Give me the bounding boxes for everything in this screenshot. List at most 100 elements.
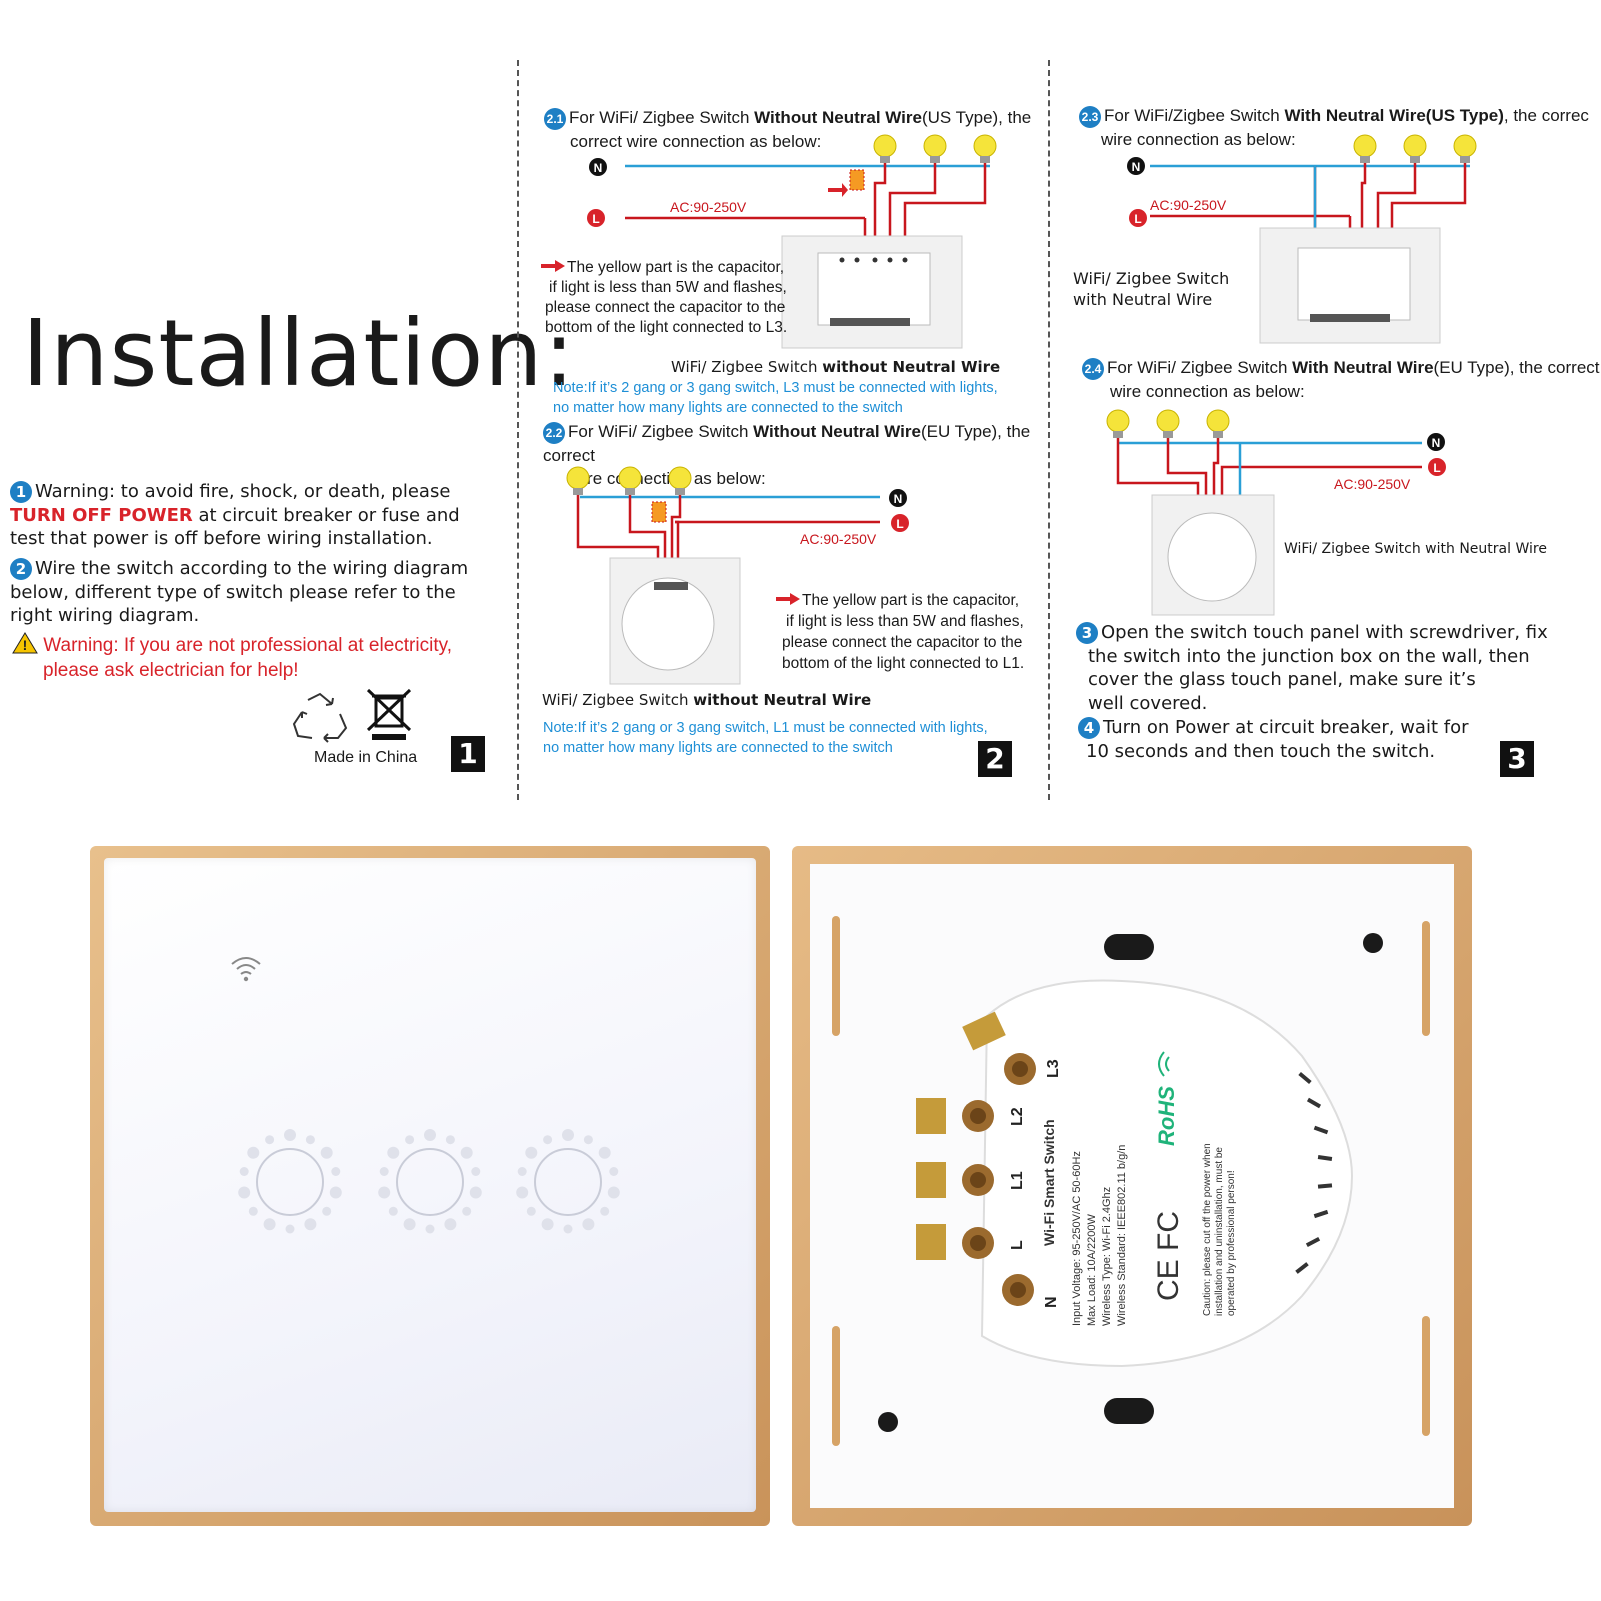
- warning-text-2: please ask electrician for help!: [43, 660, 299, 681]
- cap-note-2: if light is less than 5W and flashes,: [549, 279, 787, 296]
- turn-off-power-emphasis: TURN OFF POWER: [10, 504, 193, 526]
- page-number-3: 3: [1500, 741, 1534, 777]
- mount-hole: [1104, 934, 1154, 960]
- warning-text-1: Warning: If you are not professional at …: [43, 635, 452, 656]
- step-number-3: 3: [1076, 622, 1098, 644]
- eu-no-neutral-diagram: N L AC:90-250V: [566, 466, 909, 685]
- cap2-note-1: The yellow part is the capacitor,: [802, 592, 1020, 609]
- cap2-note-3: please connect the capacitor to the: [782, 634, 1023, 651]
- terminal-l3-label: L3: [1045, 1059, 1062, 1078]
- arrow-icon: [541, 260, 565, 272]
- touch-button-1[interactable]: [238, 1129, 342, 1234]
- step-2-text-2: below, different type of switch please r…: [10, 581, 456, 603]
- l-label-eu-neutral: L: [1433, 461, 1440, 475]
- s21-text-d: correct wire connection as below:: [570, 131, 822, 151]
- step-1-text-2: at circuit breaker or fuse and: [192, 504, 460, 526]
- capacitor-icon: [651, 501, 667, 523]
- note-l1: Note:If it’s 2 gang or 3 gang switch, L1…: [543, 718, 988, 758]
- bulb-icon: [566, 466, 692, 495]
- n-label-eu: N: [894, 492, 903, 506]
- bulb-icon: [873, 134, 997, 163]
- terminal-n-label: N: [1043, 1296, 1060, 1308]
- s23-text-b: With Neutral Wire(US Type): [1284, 106, 1504, 125]
- capacitor-note-eu: The yellow part is the capacitor, if lig…: [776, 590, 1024, 674]
- caption-2-a: WiFi/ Zigbee Switch: [542, 691, 694, 709]
- neutral-terminal-icon: [589, 158, 607, 176]
- step-number-2-3: 2.3: [1079, 105, 1101, 128]
- touch-button-2[interactable]: [378, 1129, 482, 1234]
- s21-text-a: For WiFi/ Zigbee Switch: [569, 108, 755, 127]
- cap-note-3: please connect the capacitor to the: [545, 299, 786, 316]
- electrician-warning: ! Warning: If you are not professional a…: [12, 632, 512, 683]
- cap-note-4: bottom of the light connected to L3.: [545, 319, 788, 336]
- touch-buttons: [238, 1129, 620, 1234]
- live-terminal-icon: [587, 209, 605, 227]
- cap2-note-2: if light is less than 5W and flashes,: [786, 613, 1024, 630]
- step-3-line-3: cover the glass touch panel, make sure i…: [1088, 669, 1476, 690]
- step-number-2-1: 2.1: [544, 107, 566, 130]
- product-name-label: Wi-Fi Smart Switch: [1041, 1119, 1057, 1246]
- panel-divider-2: [1048, 60, 1050, 800]
- step-number-2-2: 2.2: [543, 421, 565, 444]
- step-4-line-1: Turn on Power at circuit breaker, wait f…: [1103, 717, 1469, 738]
- switch-front-frame: [90, 846, 770, 1526]
- panel-divider-1: [517, 60, 519, 800]
- capacitor-icon: [849, 169, 865, 191]
- svg-text:!: !: [23, 637, 28, 653]
- us-neutral-diagram: N L AC:90-250V: [1127, 134, 1477, 344]
- terminal-screws: [916, 1011, 1036, 1306]
- side-label-1: WiFi/ Zigbee Switch: [1073, 269, 1230, 288]
- wifi-icon: [231, 957, 261, 982]
- terminal-l1-label: L1: [1009, 1171, 1026, 1190]
- ce-fc-mark: CE FC: [1152, 1211, 1185, 1301]
- relay-module: [980, 979, 1354, 1368]
- step-2-text-3: right wiring diagram.: [10, 605, 200, 626]
- s22-text-b: Without Neutral Wire: [753, 422, 921, 441]
- switch-back-detail: L3 L2 L1 L N Wi-Fi Smart Switch Input Vo…: [832, 916, 1430, 1446]
- arrow-icon: [828, 183, 848, 197]
- s24-text-c: (EU Type), the correct: [1433, 358, 1600, 377]
- bulb-icon: [1353, 134, 1477, 163]
- ac-voltage-label: AC:90-250V: [670, 199, 747, 215]
- caution-line-1: Caution: please cut off the power when: [1202, 1143, 1213, 1316]
- ac-voltage-label-us-neutral: AC:90-250V: [1150, 197, 1227, 213]
- spec-voltage: Input Voltage: 95-250V/AC 50-60Hz: [1071, 1151, 1083, 1326]
- eu-neutral-diagram: N L AC:90-250V: [1106, 409, 1446, 616]
- terminal-l2-label: L2: [1009, 1107, 1026, 1126]
- caption-1-b: without Neutral Wire: [822, 358, 1001, 376]
- ac-voltage-label-eu-neutral: AC:90-250V: [1334, 476, 1411, 492]
- l-label-eu: L: [896, 517, 903, 531]
- terminal-l-label: L: [1009, 1240, 1026, 1250]
- recycle-icon: [292, 692, 348, 743]
- l-label: L: [592, 212, 599, 226]
- step-3-line-1: Open the switch touch panel with screwdr…: [1101, 622, 1548, 643]
- step-number-4: 4: [1078, 717, 1100, 739]
- caption-2-b: without Neutral Wire: [693, 691, 872, 709]
- note-1-line-1: Note:If it’s 2 gang or 3 gang switch, L3…: [553, 380, 998, 396]
- s23-text-d: wire connection as below:: [1101, 129, 1296, 149]
- s21-text-c: (US Type), the: [921, 108, 1032, 127]
- s21-text-b: Without Neutral Wire: [754, 108, 922, 127]
- caution-line-2: installation and uninstallation, must be: [1214, 1147, 1225, 1316]
- note-l3: Note:If it’s 2 gang or 3 gang switch, L3…: [553, 378, 998, 418]
- neutral-side-label: WiFi/ Zigbee Switch with Neutral Wire: [1073, 268, 1229, 310]
- caption-eu-no-neutral: WiFi/ Zigbee Switch without Neutral Wire: [542, 691, 871, 709]
- caution-line-3: operated by professional person!: [1226, 1170, 1237, 1316]
- ac-voltage-label-eu: AC:90-250V: [800, 531, 877, 547]
- n-label-us-neutral: N: [1132, 160, 1141, 174]
- touch-button-3[interactable]: [516, 1129, 620, 1234]
- caption-us-no-neutral: WiFi/ Zigbee Switch without Neutral Wire: [671, 358, 1000, 376]
- page-title: Installation:: [22, 300, 576, 407]
- step-number-1: 1: [10, 481, 32, 503]
- l-label-us-neutral: L: [1134, 212, 1141, 226]
- cap2-note-4: bottom of the light connected to L1.: [782, 655, 1025, 672]
- note-2-line-1: Note:If it’s 2 gang or 3 gang switch, L1…: [543, 720, 988, 736]
- s24-text-b: With Neutral Wire: [1292, 358, 1434, 377]
- step-3-line-4: well covered.: [1088, 692, 1208, 714]
